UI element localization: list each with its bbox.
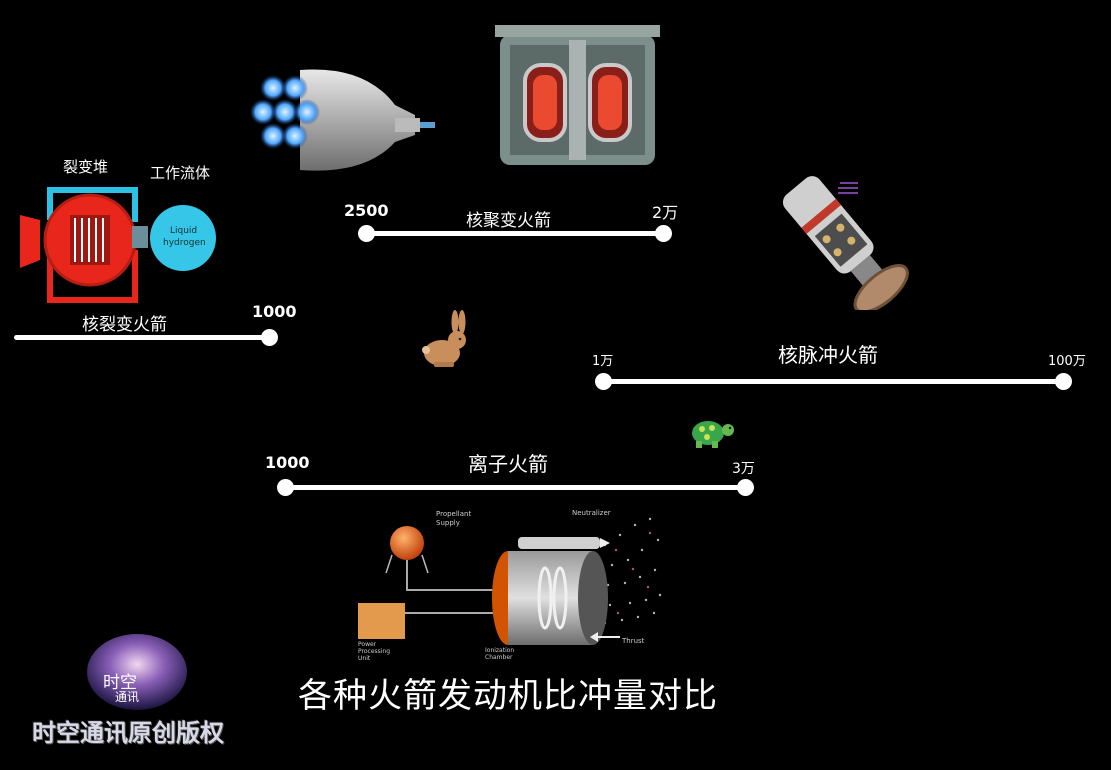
fusion-spacecraft-image (245, 60, 435, 175)
fission-range-end-knob (261, 329, 278, 346)
pulse-rocket-image (770, 175, 915, 314)
propellant-label-line2: Supply (436, 519, 460, 527)
fusion-range-bar (366, 231, 666, 236)
fission-rocket-diagram: 裂变堆 工作流体 Liquid hydrogen (10, 150, 230, 310)
watermark-badge-line2: 通讯 (115, 690, 140, 704)
fission-end-value: 1000 (252, 302, 297, 321)
pulse-range-bar (603, 379, 1065, 384)
power-label-line2: Processing (358, 648, 391, 655)
pulse-range-end-knob (1055, 373, 1072, 390)
pulse-range-start-knob (595, 373, 612, 390)
fusion-rocket-label: 核聚变火箭 (466, 211, 551, 231)
watermark-badge: 时空 通讯 (85, 632, 190, 712)
ion-range-end-knob (737, 479, 754, 496)
watermark-badge-line1: 时空 (103, 673, 137, 693)
fusion-start-value: 2500 (344, 201, 389, 220)
propellant-label-line1: Propellant (436, 510, 472, 518)
ionization-label-line2: Chamber (485, 654, 513, 661)
power-label-line3: Unit (358, 655, 371, 662)
ion-thruster-diagram: Propellant Supply Neutralizer Thrust Pow… (350, 505, 670, 665)
fusion-reactor-image (495, 25, 660, 170)
ion-rocket-label: 离子火箭 (468, 452, 548, 476)
power-label-line1: Power (358, 641, 377, 648)
pulse-end-value: 100万 (1048, 354, 1086, 369)
fission-rocket-label: 核裂变火箭 (82, 315, 167, 335)
ion-start-value: 1000 (265, 453, 310, 472)
neutralizer-label: Neutralizer (572, 509, 611, 517)
fission-fluid-label: 工作流体 (150, 164, 211, 182)
thrust-label: Thrust (622, 637, 645, 645)
fission-range-bar (14, 335, 270, 340)
fusion-end-value: 2万 (652, 203, 679, 222)
ion-end-value: 3万 (732, 461, 755, 477)
turtle-icon (688, 415, 738, 451)
fusion-range-start-knob (358, 225, 375, 242)
ion-range-bar (285, 485, 747, 490)
caption-title: 各种火箭发动机比冲量对比 (298, 676, 718, 716)
ion-range-start-knob (277, 479, 294, 496)
fusion-range-end-knob (655, 225, 672, 242)
tank-label-line1: Liquid (170, 226, 198, 236)
tank-label-line2: hydrogen (163, 238, 206, 248)
fission-reactor-label: 裂变堆 (63, 158, 109, 176)
ionization-label-line1: Ionization (485, 647, 515, 654)
watermark-copyright-text: 时空通讯原创版权 (32, 719, 224, 747)
pulse-rocket-label: 核脉冲火箭 (778, 343, 878, 367)
rabbit-icon (420, 308, 472, 370)
pulse-start-value: 1万 (592, 354, 614, 369)
